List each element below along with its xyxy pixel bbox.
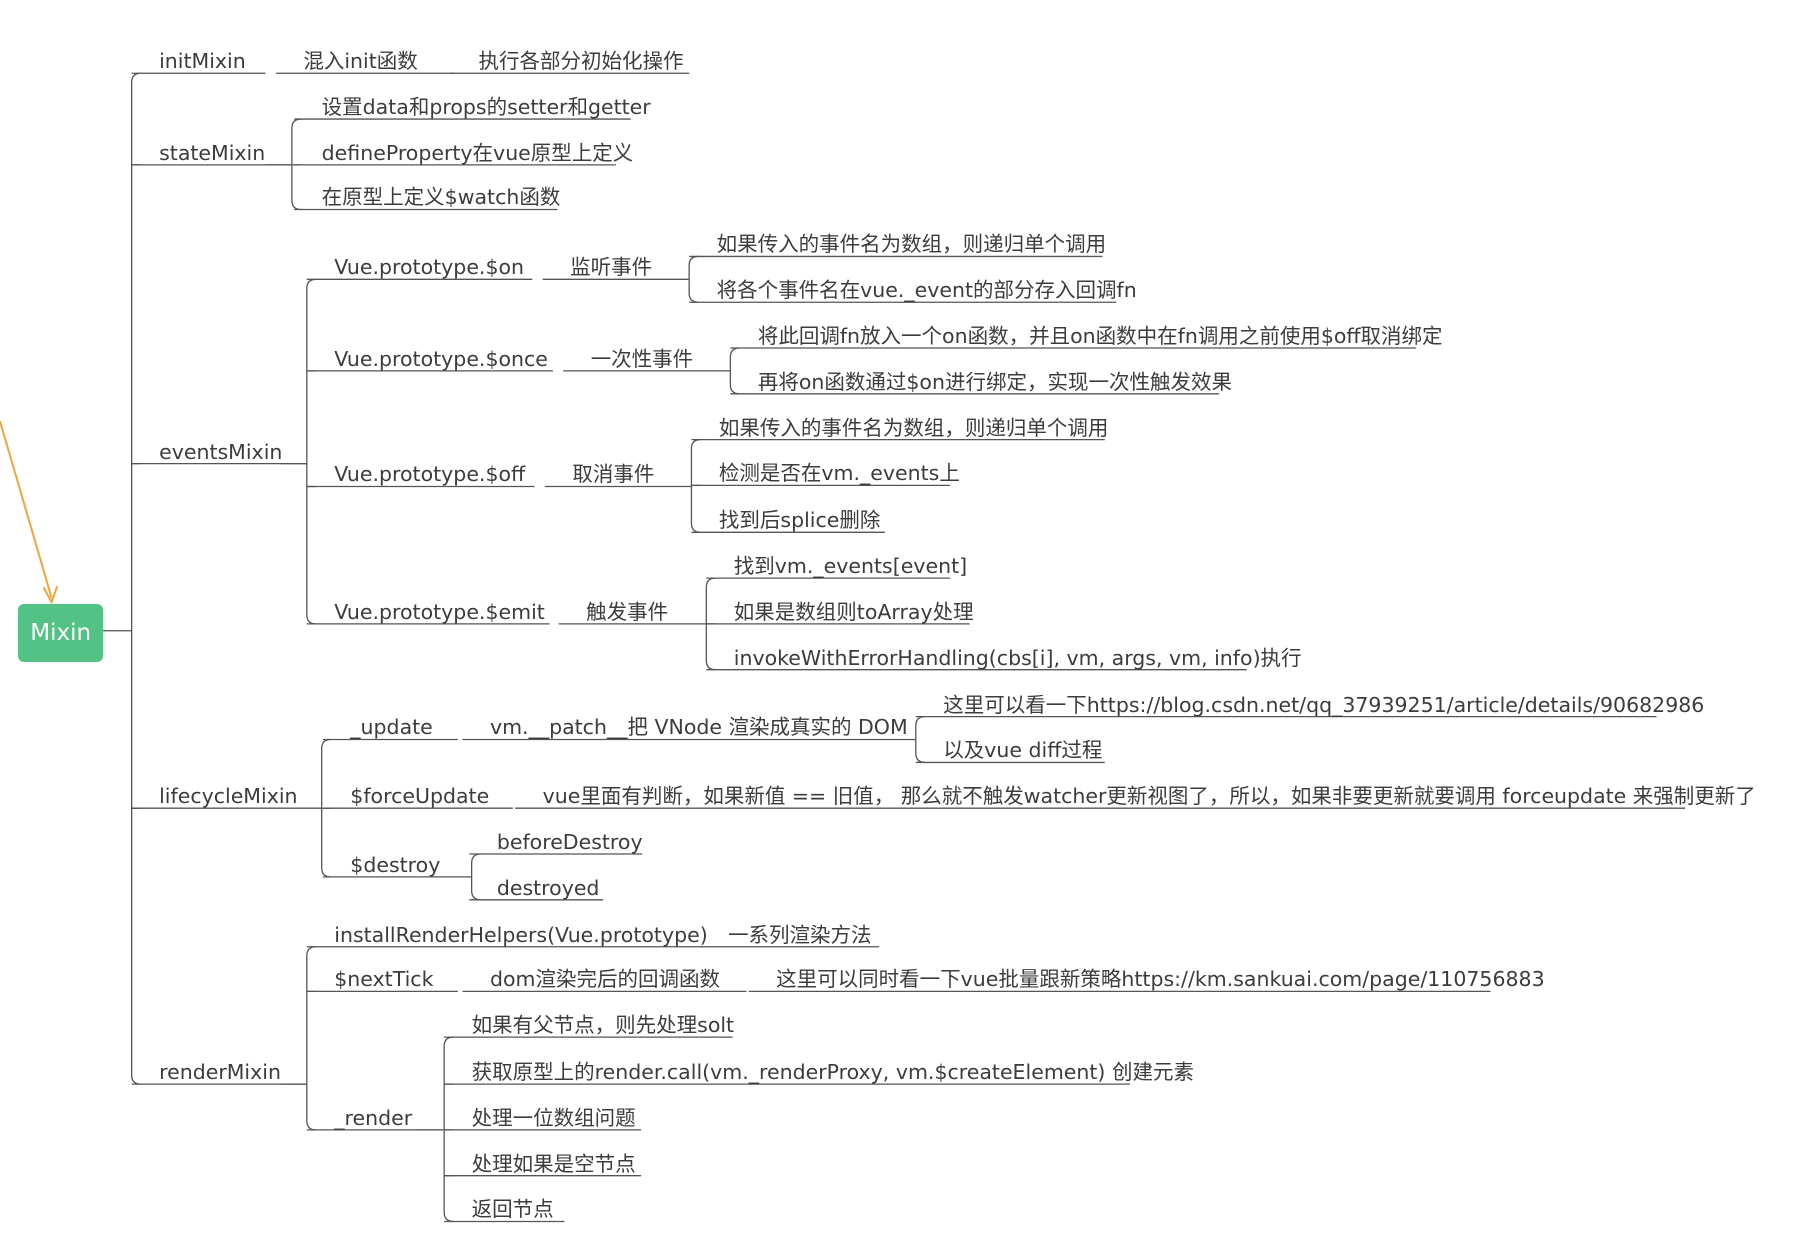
root-node-mixin[interactable]: Mixin [18, 604, 104, 662]
events-branch-bracket [306, 278, 316, 625]
node-nextTick-desc[interactable]: dom渲染完后的回调函数 [489, 967, 720, 992]
node-once-1[interactable]: 将此回调fn放入一个on函数，并且on函数中在fn调用之前使用$off取消绑定 [757, 323, 1443, 348]
node-render-3[interactable]: 处理一位数组问题 [471, 1105, 636, 1130]
node-forceUpdate[interactable]: $forceUpdate [350, 784, 490, 809]
node-off-3[interactable]: 找到后splice删除 [718, 508, 881, 533]
node-update-desc[interactable]: vm.__patch__把 VNode 渲染成真实的 DOM [489, 715, 908, 740]
node-destroy-1[interactable]: beforeDestroy [496, 829, 643, 854]
node-emit[interactable]: Vue.prototype.$emit [334, 599, 545, 624]
node-renderMixin[interactable]: renderMixin [159, 1060, 281, 1085]
node-render[interactable]: _render [334, 1105, 413, 1130]
node-on-1[interactable]: 如果传入的事件名为数组，则递归单个调用 [716, 232, 1107, 257]
once-branch-bracket [729, 347, 740, 395]
node-helpers[interactable]: installRenderHelpers(Vue.prototype) [334, 922, 708, 947]
node-forceUpdate-desc[interactable]: vue里面有判断，如果新值 == 旧值， 那么就不触发watcher更新视图了，… [542, 784, 1756, 809]
node-init-fn[interactable]: 混入init函数 [303, 49, 418, 74]
node-off-desc[interactable]: 取消事件 [572, 462, 655, 487]
node-off-1[interactable]: 如果传入的事件名为数组，则递归单个调用 [718, 415, 1109, 440]
node-init-desc[interactable]: 执行各部分初始化操作 [478, 49, 684, 74]
arrow-head [42, 585, 59, 605]
node-on-2[interactable]: 将各个事件名在vue._event的部分存入回调fn [716, 278, 1137, 303]
emit-branch-bracket [705, 577, 716, 671]
node-render-4[interactable]: 处理如果是空节点 [471, 1151, 636, 1176]
node-off-2[interactable]: 检测是否在vm._events上 [718, 461, 960, 486]
node-emit-3[interactable]: invokeWithErrorHandling(cbs[i], vm, args… [733, 645, 1302, 670]
on-branch-bracket [688, 255, 699, 303]
state-branch-bracket [291, 118, 302, 211]
node-render-5[interactable]: 返回节点 [471, 1197, 554, 1222]
node-nextTick[interactable]: $nextTick [334, 967, 434, 992]
node-update-1[interactable]: 这里可以看一下https://blog.csdn.net/qq_37939251… [943, 692, 1705, 717]
node-on-desc[interactable]: 监听事件 [570, 255, 653, 280]
node-once-2[interactable]: 再将on函数通过$on进行绑定，实现一次性触发效果 [757, 369, 1232, 394]
node-stateMixin[interactable]: stateMixin [159, 140, 266, 165]
root-branch-bracket [130, 72, 141, 1085]
node-off[interactable]: Vue.prototype.$off [334, 462, 526, 487]
node-lifecycleMixin[interactable]: lifecycleMixin [159, 784, 298, 809]
node-render-2[interactable]: 获取原型上的render.call(vm._renderProxy, vm.$c… [471, 1060, 1194, 1085]
node-state-3[interactable]: 在原型上定义$watch函数 [321, 185, 561, 210]
update-branch-bracket [915, 715, 925, 764]
off-branch-bracket [690, 438, 701, 533]
node-emit-desc[interactable]: 触发事件 [586, 599, 669, 624]
node-once[interactable]: Vue.prototype.$once [334, 346, 548, 371]
node-update-2[interactable]: 以及vue diff过程 [943, 738, 1103, 763]
node-on[interactable]: Vue.prototype.$on [334, 255, 525, 280]
node-once-desc[interactable]: 一次性事件 [590, 346, 694, 371]
node-emit-1[interactable]: 找到vm._events[event] [733, 554, 968, 579]
node-update[interactable]: _update [350, 715, 433, 740]
node-emit-2[interactable]: 如果是数组则toArray处理 [733, 599, 974, 624]
node-render-1[interactable]: 如果有父节点，则先处理solt [471, 1013, 735, 1038]
arrow-line [0, 420, 53, 598]
render-branch-bracket [306, 946, 316, 1131]
node-destroy-2[interactable]: destroyed [496, 875, 600, 900]
lifecycle-branch-bracket [321, 738, 331, 878]
node-nextTick-note[interactable]: 这里可以同时看一下vue批量跟新策略https://km.sankuai.com… [776, 967, 1545, 992]
node-eventsMixin[interactable]: eventsMixin [159, 439, 283, 464]
node-destroy[interactable]: $destroy [350, 852, 441, 877]
node-state-2[interactable]: defineProperty在vue原型上定义 [321, 140, 634, 165]
node-initMixin[interactable]: initMixin [159, 49, 246, 74]
node-state-1[interactable]: 设置data和props的setter和getter [321, 95, 651, 120]
destroy-branch-bracket [470, 853, 481, 901]
node-helpers-desc[interactable]: 一系列渲染方法 [728, 922, 872, 947]
